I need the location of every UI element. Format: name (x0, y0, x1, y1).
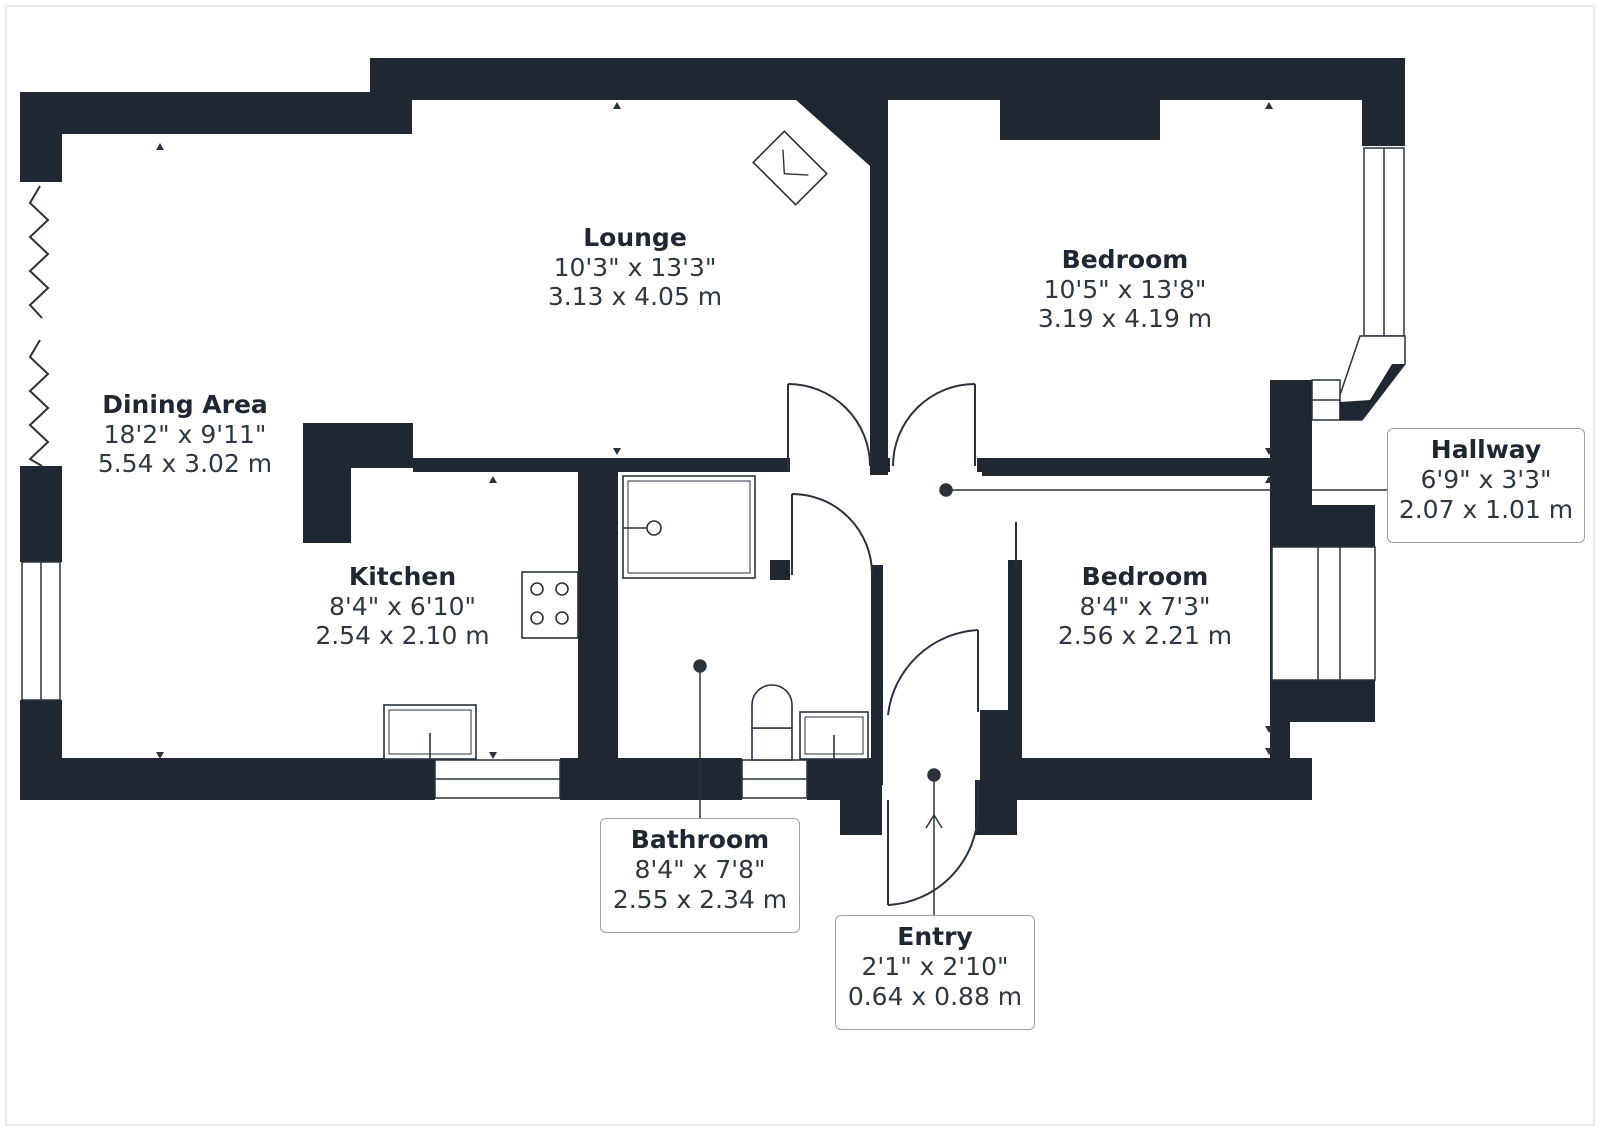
room-name: Kitchen (348, 562, 457, 591)
wall-lounge-bedroom (870, 100, 888, 475)
wall-top-left (20, 92, 412, 134)
room-imperial: 8'4" x 7'8" (634, 855, 766, 884)
hob-ring (555, 582, 569, 596)
callout-leaders (693, 483, 1387, 915)
room-metric: 3.13 x 4.05 m (547, 282, 723, 311)
wall-entry-left (840, 780, 882, 835)
room-lounge: Lounge 10'3" x 13'3" 3.13 x 4.05 m (520, 223, 750, 312)
room-imperial: 2'1" x 2'10" (861, 952, 1009, 981)
folding-door-lower (28, 339, 50, 467)
wall-left-upper (20, 92, 62, 182)
room-name: Dining Area (102, 390, 268, 419)
room-kitchen: Kitchen 8'4" x 6'10" 2.54 x 2.10 m (290, 562, 515, 651)
wall-kitchen-chimney-left (303, 423, 351, 543)
door-bedroom1 (892, 383, 976, 467)
door-entry (887, 629, 979, 716)
room-name: Bedroom (1061, 245, 1189, 274)
doors (787, 383, 1017, 906)
wall-bedroom-chimney (1000, 100, 1160, 140)
shower-tray (622, 475, 756, 579)
wall-top-right (370, 58, 1405, 100)
window-bed2-right (1271, 546, 1376, 681)
windows (21, 147, 1405, 799)
room-metric: 3.19 x 4.19 m (1037, 304, 1213, 333)
page-border (5, 5, 1595, 1126)
walls (20, 58, 1405, 835)
toilet-bowl (751, 684, 793, 729)
wall-kitchen-bath (578, 470, 618, 770)
wall-bath-top (618, 458, 790, 472)
wall-lounge-corner (796, 100, 888, 166)
wall-bed2-left-stub (980, 710, 1022, 800)
room-name: Hallway (1430, 435, 1542, 464)
room-name: Bedroom (1081, 562, 1209, 591)
room-metric: 2.56 x 2.21 m (1057, 621, 1233, 650)
dimension-ticks (156, 102, 1273, 759)
wall-bath-stub (770, 560, 790, 580)
room-name: Bathroom (630, 825, 770, 854)
callout-hallway: Hallway 6'9" x 3'3" 2.07 x 1.01 m (1387, 428, 1585, 543)
room-dining-area: Dining Area 18'2" x 9'11" 5.54 x 3.02 m (65, 390, 305, 479)
room-imperial: 10'3" x 13'3" (553, 252, 717, 282)
hob-ring (530, 611, 544, 625)
room-metric: 2.55 x 2.34 m (612, 885, 788, 914)
wall-bedroom-bottom (977, 458, 1272, 472)
wall-bottom-left (20, 758, 435, 800)
fireplace (752, 130, 828, 206)
room-name: Entry (897, 922, 973, 951)
toilet-cistern (751, 727, 793, 761)
hob-ring (530, 582, 544, 596)
wall-bed2-top (982, 470, 1272, 476)
room-imperial: 18'2" x 9'11" (103, 419, 267, 449)
folding-door-upper (28, 185, 50, 319)
room-bedroom-1: Bedroom 10'5" x 13'8" 3.19 x 4.19 m (1010, 245, 1240, 334)
room-imperial: 8'4" x 7'3" (1079, 591, 1211, 621)
wall-bay-corner (1340, 364, 1405, 420)
room-imperial: 6'9" x 3'3" (1420, 465, 1552, 494)
room-metric: 2.07 x 1.01 m (1398, 495, 1574, 524)
callout-entry: Entry 2'1" x 2'10" 0.64 x 0.88 m (835, 915, 1035, 1030)
callout-bathroom: Bathroom 8'4" x 7'8" 2.55 x 2.34 m (600, 818, 800, 933)
door-lounge (787, 383, 871, 470)
fixtures (383, 130, 869, 761)
wall-bath-right (871, 565, 883, 785)
wall-hall-stub (1270, 380, 1312, 440)
hob-ring (555, 611, 569, 625)
wall-left-middle (20, 466, 62, 562)
room-bedroom-2: Bedroom 8'4" x 7'3" 2.56 x 2.21 m (1030, 562, 1260, 651)
room-metric: 5.54 x 3.02 m (97, 449, 273, 478)
room-imperial: 8'4" x 6'10" (329, 591, 476, 621)
door-bathroom (791, 493, 873, 575)
wall-bedroom-bottom-stub (870, 458, 890, 472)
room-name: Lounge (583, 223, 687, 252)
room-imperial: 10'5" x 13'8" (1043, 274, 1207, 304)
wall-bottom-bed2 (1010, 758, 1312, 800)
shower-drain (646, 520, 662, 536)
room-metric: 0.64 x 0.88 m (847, 982, 1023, 1011)
door-front (887, 780, 979, 906)
wall-right-top (1362, 58, 1405, 146)
room-metric: 2.54 x 2.10 m (315, 621, 490, 650)
hob (521, 571, 579, 639)
